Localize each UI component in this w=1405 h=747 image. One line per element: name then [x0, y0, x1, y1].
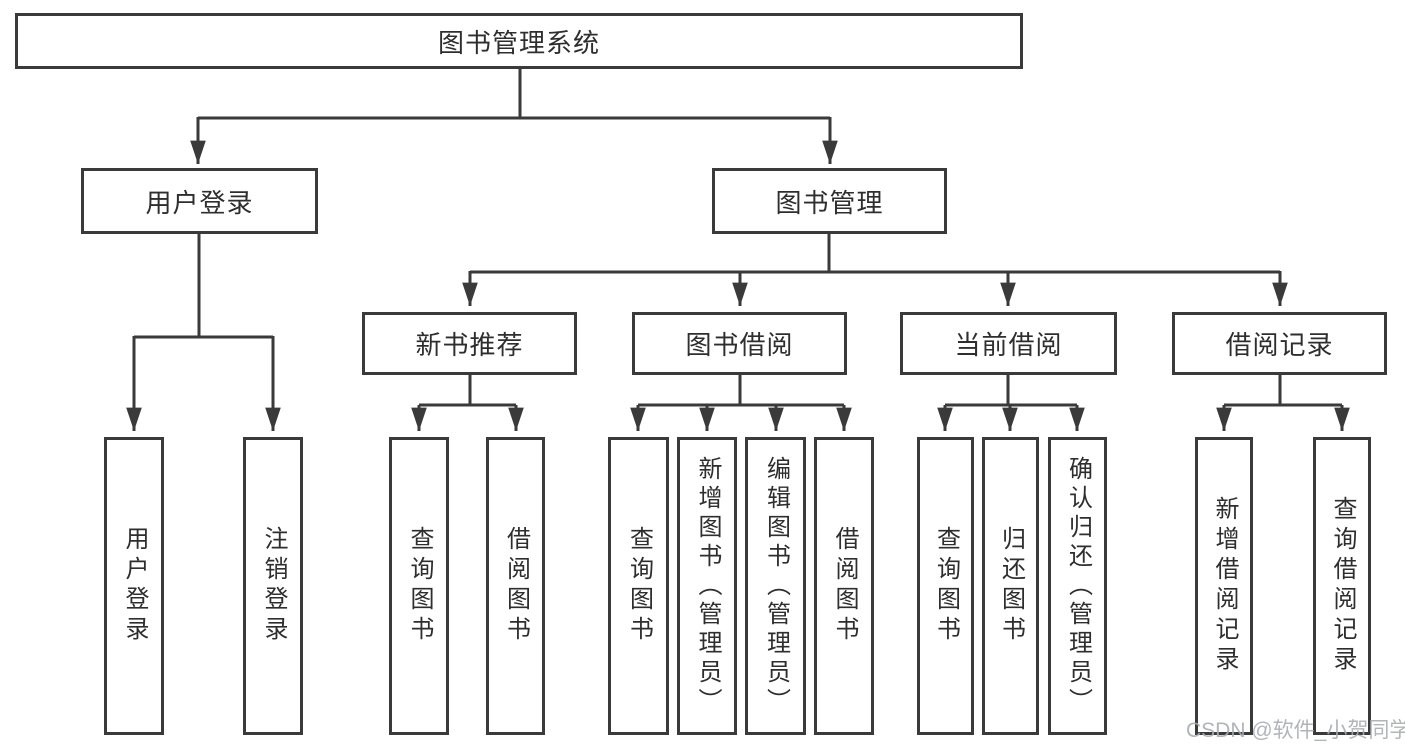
node-leaf-cb-confirm-return-admin: 确认归还（管理员） — [1048, 437, 1107, 735]
node-leaf-cb-query-book: 查询图书 — [917, 437, 974, 735]
node-leaf-logout: 注销登录 — [243, 437, 303, 735]
node-leaf-bb-edit-book-admin: 编辑图书（管理员） — [745, 437, 806, 735]
node-leaf-rec-borrow-book: 借阅图书 — [486, 437, 545, 735]
node-leaf-rec-query-book: 查询图书 — [389, 437, 449, 735]
node-leaf-cb-return-book: 归还图书 — [982, 437, 1039, 735]
node-current-borrow: 当前借阅 — [900, 312, 1117, 375]
node-root: 图书管理系统 — [15, 13, 1023, 69]
node-borrow-records: 借阅记录 — [1172, 312, 1387, 375]
node-book-management: 图书管理 — [712, 168, 947, 234]
node-leaf-bb-add-book-admin: 新增图书（管理员） — [677, 437, 737, 735]
node-user-login: 用户登录 — [81, 168, 318, 234]
node-leaf-bb-query-book: 查询图书 — [608, 437, 669, 735]
node-book-borrow: 图书借阅 — [632, 312, 847, 375]
node-leaf-user-login: 用户登录 — [104, 437, 164, 735]
node-leaf-br-query-record: 查询借阅记录 — [1313, 437, 1371, 735]
node-leaf-bb-borrow-book: 借阅图书 — [814, 437, 874, 735]
node-new-book-recommend: 新书推荐 — [362, 312, 577, 375]
csdn-watermark: CSDN @软件_小贺同学 — [1186, 719, 1405, 742]
node-leaf-br-add-record: 新增借阅记录 — [1195, 437, 1253, 735]
